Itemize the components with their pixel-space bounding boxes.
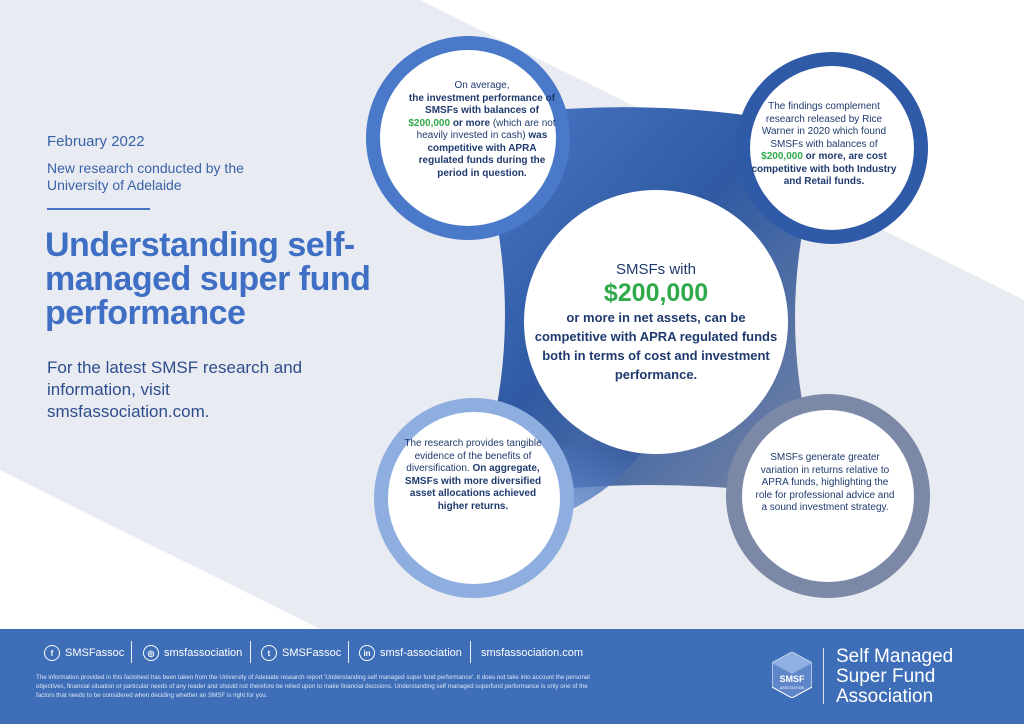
facebook-icon: f: [44, 645, 60, 661]
call-to-action: For the latest SMSF research and informa…: [47, 358, 303, 421]
circle-text-bottom-right: SMSFs generate greater variation in retu…: [755, 452, 895, 513]
social-label: SMSFassoc: [65, 647, 125, 659]
center-rest: or more in net assets, can be competitiv…: [534, 310, 778, 382]
website-link[interactable]: smsfassociation.com: [481, 645, 583, 661]
smsf-logo-icon: SMSF ASSOCIATION: [772, 652, 812, 698]
footer-separator: [348, 641, 349, 663]
twitter-icon: t: [261, 645, 277, 661]
logo-wordmark: Self Managed Super Fund Association: [836, 647, 996, 707]
logo-line: Association: [836, 686, 934, 707]
social-facebook[interactable]: f SMSFassoc: [44, 645, 124, 661]
logo-mark: SMSF: [779, 674, 805, 684]
social-linkedin[interactable]: in smsf-association: [359, 645, 462, 661]
social-instagram[interactable]: ◎ smsfassociation: [143, 645, 242, 661]
center-amount: $200,000: [603, 279, 709, 307]
logo-line: Super Fund: [836, 666, 936, 687]
instagram-icon: ◎: [143, 645, 159, 661]
website-label: smsfassociation.com: [481, 647, 584, 659]
linkedin-icon: in: [359, 645, 375, 661]
divider: [47, 208, 150, 210]
circle-text-bottom-left: The research provides tangible evidence …: [404, 438, 542, 512]
footer: [0, 629, 1024, 724]
circle-text-top-left: On average, the investment performance o…: [408, 80, 556, 179]
report-date: February 2022: [47, 133, 145, 150]
footer-separator: [131, 641, 132, 663]
logo-mark-sub: ASSOCIATION: [780, 686, 805, 690]
social-label: smsf-association: [380, 647, 462, 659]
page-title: Understanding self-managed super fund pe…: [45, 226, 371, 332]
center-line1: SMSFs with: [615, 261, 696, 278]
social-label: SMSFassoc: [282, 647, 342, 659]
footer-separator: [470, 641, 471, 663]
center-statement: SMSFs with $200,000 or more in net asset…: [534, 262, 778, 384]
circle-text-top-right: The findings complement research release…: [751, 101, 897, 187]
disclaimer-text: The information provided in this factshe…: [36, 674, 590, 699]
circle-center: [524, 190, 788, 454]
logo-divider: [823, 648, 824, 704]
social-twitter[interactable]: t SMSFassoc: [261, 645, 341, 661]
footer-separator: [250, 641, 251, 663]
social-label: smsfassociation: [164, 647, 243, 659]
logo-line: Self Managed: [836, 646, 954, 667]
research-subtitle: New research conducted by the University…: [47, 160, 244, 193]
